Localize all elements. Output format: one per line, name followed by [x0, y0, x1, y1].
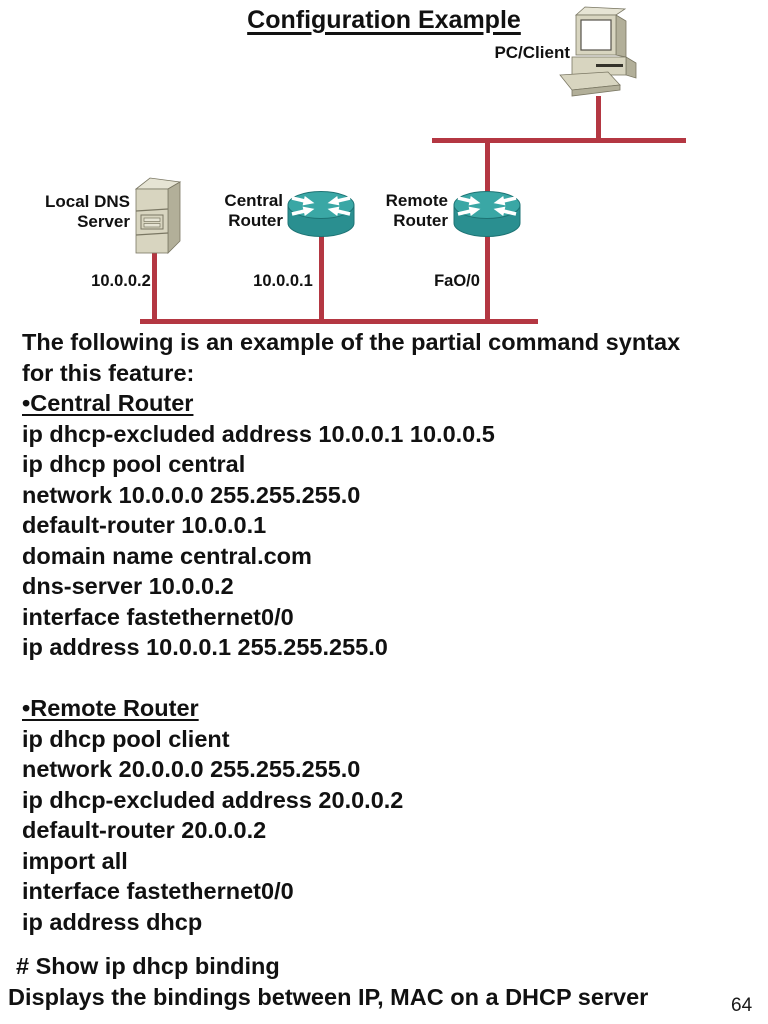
page-title: Configuration Example — [247, 6, 521, 34]
remote-router-label: Remote Router — [385, 191, 448, 230]
config-line: ip dhcp-excluded address 10.0.0.1 10.0.0… — [22, 420, 495, 447]
link-line-bottom-bus — [140, 319, 538, 324]
config-line: for this feature: — [22, 359, 195, 386]
config-line: ip dhcp pool client — [22, 725, 230, 752]
router-icon — [453, 191, 521, 237]
footer: # Show ip dhcp binding Displays the bind… — [8, 951, 752, 1013]
config-line: ip dhcp pool central — [22, 451, 246, 477]
central-router-label: Central Router — [224, 191, 283, 230]
dns-server-label: Local DNS Server — [44, 192, 130, 231]
remote-interface-label: FaO/0 — [434, 272, 480, 290]
page-number: 64 — [731, 995, 753, 1016]
config-line: ip address 10.0.0.1 255.255.255.0 — [22, 634, 388, 660]
link-line-dns-drop — [152, 246, 157, 321]
config-lines: The following is an example of the parti… — [22, 327, 766, 937]
footer-command: # Show ip dhcp binding — [16, 953, 280, 979]
config-line: domain name central.com — [22, 542, 312, 569]
config-line: default-router 20.0.0.2 — [22, 817, 267, 843]
config-line: interface fastethernet0/0 — [22, 603, 294, 630]
config-line: default-router 10.0.0.1 — [22, 512, 267, 538]
config-line: •Central Router — [22, 390, 194, 416]
link-line-top-bus — [432, 138, 686, 143]
link-line-central-drop — [319, 228, 324, 321]
config-line: network 10.0.0.0 255.255.255.0 — [22, 481, 361, 508]
config-line: import all — [22, 847, 128, 874]
footer-description: Displays the bindings between IP, MAC on… — [8, 984, 649, 1010]
pc-label: PC/Client — [494, 43, 570, 62]
config-line: •Remote Router — [22, 695, 199, 721]
config-line: network 20.0.0.0 255.255.255.0 — [22, 756, 361, 782]
central-ip-label: 10.0.0.1 — [253, 272, 313, 290]
pc-icon — [559, 6, 637, 97]
config-line: ip address dhcp — [22, 908, 203, 935]
server-icon — [134, 177, 182, 254]
config-line: The following is an example of the parti… — [22, 329, 681, 355]
router-icon — [287, 191, 355, 237]
config-line: ip dhcp-excluded address 20.0.0.2 — [22, 786, 404, 813]
config-line: dns-server 10.0.0.2 — [22, 573, 234, 599]
dns-ip-label: 10.0.0.2 — [91, 272, 151, 290]
config-line: interface fastethernet0/0 — [22, 878, 294, 904]
config-line — [22, 663, 766, 694]
link-line-pc-drop — [596, 96, 601, 141]
